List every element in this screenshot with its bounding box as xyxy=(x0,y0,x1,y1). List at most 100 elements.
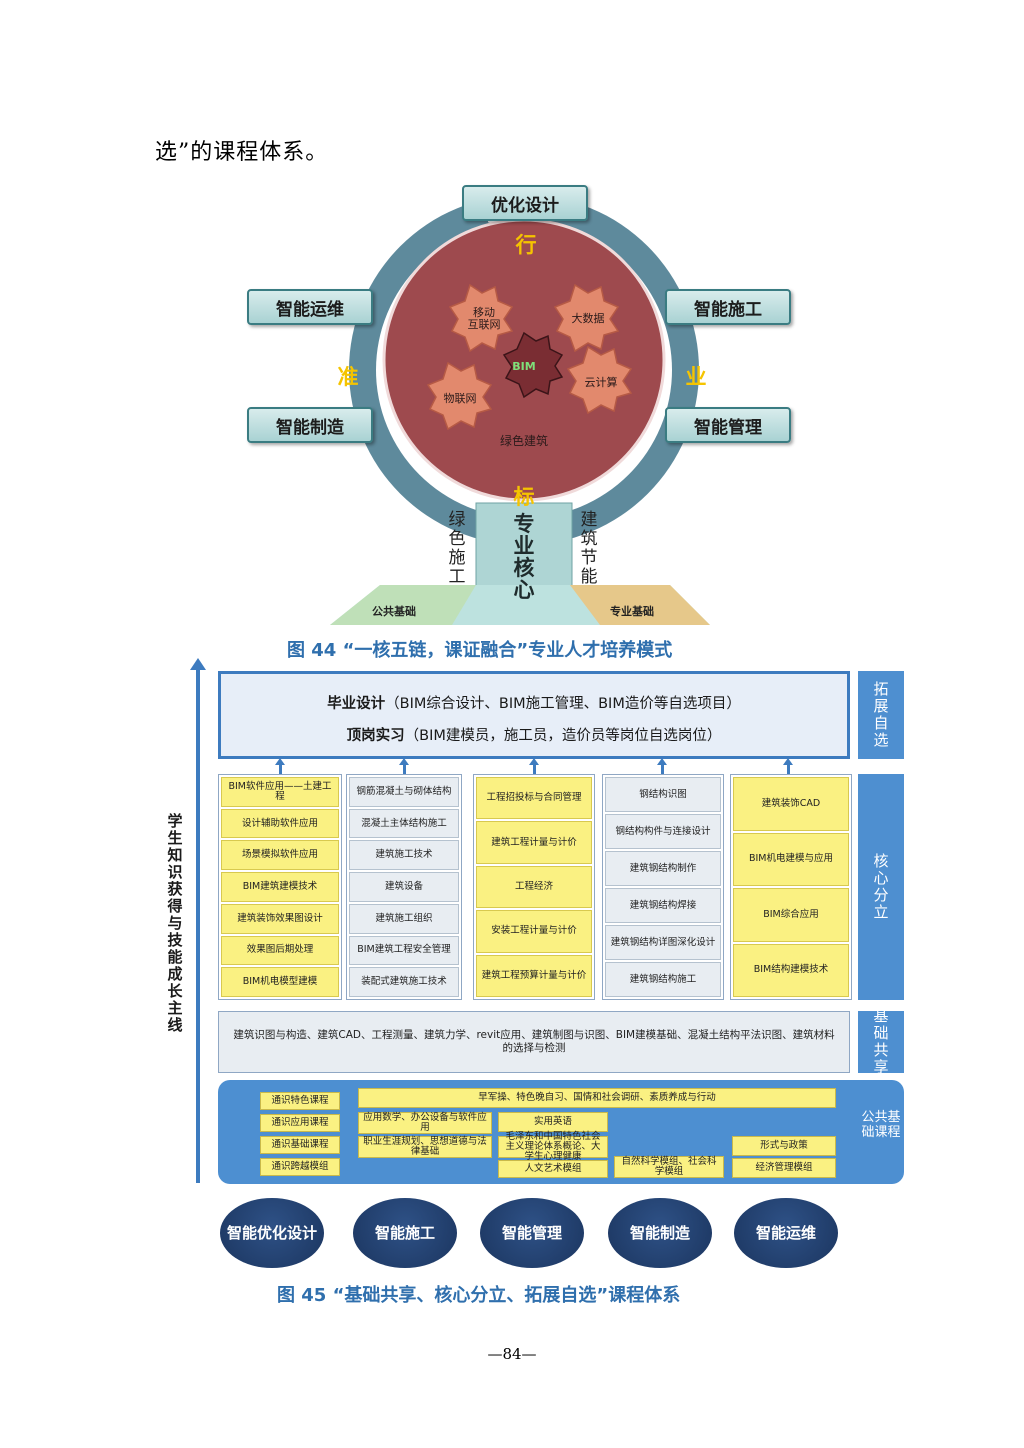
public-cell-wide: 早军操、特色晚自习、国情和社会调研、素质养成与行动 xyxy=(358,1088,836,1108)
gear-bim-icon xyxy=(502,331,564,399)
core-course-cell: 装配式建筑施工技术 xyxy=(349,967,459,998)
core-column-4: 钢结构识图钢结构构件与连接设计建筑钢结构制作建筑钢结构焊接建筑钢结构详图深化设计… xyxy=(602,774,724,1000)
gear-mobile-icon xyxy=(448,283,514,353)
arrow-up-icon xyxy=(529,758,539,774)
tag-core: 核心分立 xyxy=(858,774,904,1000)
gear-iot-label: 物联网 xyxy=(443,392,477,405)
page-number: —84— xyxy=(487,1345,537,1363)
public-cell: 通识特色课程 xyxy=(260,1092,340,1110)
core-course-cell: 建筑钢结构焊接 xyxy=(605,888,721,923)
node-smart-manufacture: 智能制造 xyxy=(247,407,373,443)
core-course-cell: BIM建筑工程安全管理 xyxy=(349,935,459,966)
ring-char-bottom: 标 xyxy=(513,485,535,509)
figure-44-caption: 图 44 “一核五链，课证融合”专业人才培养模式 xyxy=(287,640,673,661)
core-course-cell: 钢筋混凝土与砌体结构 xyxy=(349,777,459,807)
core-course-cell: BIM综合应用 xyxy=(733,888,849,942)
bubble-smart-construction: 智能施工 xyxy=(353,1198,457,1268)
gear-bigdata-icon xyxy=(553,283,620,353)
base-left-label: 公共基础 xyxy=(372,605,416,618)
public-cell: 形式与政策 xyxy=(732,1136,836,1156)
node-smart-management: 智能管理 xyxy=(665,407,791,443)
core-course-cell: 安装工程计量与计价 xyxy=(476,910,592,953)
core-course-cell: 效果图后期处理 xyxy=(221,935,339,966)
public-cell: 通识应用课程 xyxy=(260,1114,340,1132)
green-building-label: 绿色建筑 xyxy=(499,434,548,448)
core-course-cell: BIM建筑建模技术 xyxy=(221,872,339,902)
left-side-label: 绿色施工 xyxy=(448,510,466,587)
public-cell: 经济管理模组 xyxy=(732,1158,836,1178)
arrow-up-icon xyxy=(275,758,285,774)
ring-char-right: 业 xyxy=(685,365,707,389)
core-course-cell: 建筑工程计量与计价 xyxy=(476,821,592,864)
base-right xyxy=(570,585,710,625)
public-cell: 自然科学模组、社会科学模组 xyxy=(614,1156,724,1178)
arrow-up-icon xyxy=(399,758,409,774)
node-smart-construction: 智能施工 xyxy=(665,289,791,325)
public-cell: 通识跨越模组 xyxy=(260,1158,340,1176)
expand-block: 毕业设计（BIM综合设计、BIM施工管理、BIM造价等自选项目） 顶岗实习（BI… xyxy=(218,671,850,759)
graduation-design-line: 毕业设计（BIM综合设计、BIM施工管理、BIM造价等自选项目） xyxy=(327,696,741,712)
public-cell: 应用数学、办公设备与软件应用 xyxy=(358,1112,492,1134)
growth-axis-arrow-icon xyxy=(190,658,206,1183)
core-course-cell: 建筑工程预算计量与计价 xyxy=(476,954,592,998)
node-smart-ops: 智能运维 xyxy=(247,289,373,325)
figure-45-caption: 图 45 “基础共享、核心分立、拓展自选”课程体系 xyxy=(277,1285,681,1306)
growth-axis-label: 学生知识获得与技能成长主线 xyxy=(167,812,183,1034)
trunk-label: 专业核心 xyxy=(513,512,535,602)
core-course-cell: 建筑钢结构制作 xyxy=(605,851,721,886)
core-course-cell: 建筑施工组织 xyxy=(349,903,459,934)
public-cell: 通识基础课程 xyxy=(260,1136,340,1154)
core-course-cell: 建筑钢结构施工 xyxy=(605,962,721,997)
gear-mobile-label: 移动 互联网 xyxy=(467,306,501,331)
base-left xyxy=(330,585,476,625)
gear-cloud-label: 云计算 xyxy=(584,376,618,389)
public-cell: 职业生涯规划、思想道德与法律基础 xyxy=(358,1136,492,1158)
core-column-3: 工程招投标与合同管理建筑工程计量与计价工程经济安装工程计量与计价建筑工程预算计量… xyxy=(473,774,595,1000)
tag-basic: 基础共享 xyxy=(858,1008,904,1076)
public-course-area: 通识特色课程 通识应用课程 通识基础课程 通识跨越模组 早军操、特色晚自习、国情… xyxy=(218,1080,904,1184)
public-cell: 毛泽东和中国特色社会主义理论体系概论、大学生心理健康 xyxy=(498,1132,608,1162)
tag-expand: 拓展自选 xyxy=(858,671,904,759)
public-cell: 人文艺术模组 xyxy=(498,1160,608,1178)
core-course-cell: BIM软件应用——土建工程 xyxy=(221,777,339,807)
core-course-cell: 设计辅助软件应用 xyxy=(221,808,339,839)
core-course-cell: 建筑设备 xyxy=(349,872,459,902)
ring-char-top: 行 xyxy=(515,233,537,257)
bubble-smart-ops: 智能运维 xyxy=(734,1198,838,1268)
gear-cloud-icon xyxy=(566,345,633,415)
core-course-cell: 场景模拟软件应用 xyxy=(221,840,339,871)
intro-text: 选”的课程体系。 xyxy=(155,140,329,165)
bubble-optimize-design: 智能优化设计 xyxy=(220,1198,324,1268)
arrow-up-icon xyxy=(657,758,667,774)
bubble-smart-management: 智能管理 xyxy=(480,1198,584,1268)
ring-char-left: 准 xyxy=(337,365,359,389)
core-course-cell: 建筑装饰效果图设计 xyxy=(221,903,339,934)
arrow-up-icon xyxy=(783,758,793,774)
core-course-cell: 混凝土主体结构施工 xyxy=(349,808,459,839)
gear-bim-label: BIM xyxy=(512,360,536,373)
bubble-smart-manufacture: 智能制造 xyxy=(608,1198,712,1268)
figure-44-diagram: 优化设计 智能运维 智能制造 智能施工 智能管理 行 业 准 标 移动 互联网 … xyxy=(240,185,800,630)
gear-iot-icon xyxy=(426,361,493,431)
basic-shared-courses: 建筑识图与构造、建筑CAD、工程测量、建筑力学、revit应用、建筑制图与识图、… xyxy=(218,1011,850,1073)
node-optimize-design: 优化设计 xyxy=(462,185,588,221)
figure-44-graphic xyxy=(330,195,710,625)
figure-45-diagram: 学生知识获得与技能成长主线 毕业设计（BIM综合设计、BIM施工管理、BIM造价… xyxy=(160,658,910,1280)
core-course-cell: 钢结构构件与连接设计 xyxy=(605,814,721,849)
base-right-label: 专业基础 xyxy=(610,605,654,618)
public-cell: 实用英语 xyxy=(498,1112,608,1132)
core-course-cell: 建筑施工技术 xyxy=(349,840,459,871)
tag-public: 公共基础课程 xyxy=(861,1110,901,1140)
core-course-cell: BIM结构建模技术 xyxy=(733,943,849,997)
right-side-label: 建筑节能 xyxy=(580,510,598,587)
core-course-cell: 建筑钢结构详图深化设计 xyxy=(605,925,721,960)
core-course-cell: 建筑装饰CAD xyxy=(733,777,849,831)
core-course-cell: 工程经济 xyxy=(476,865,592,909)
core-course-cell: BIM机电建模与应用 xyxy=(733,832,849,886)
gear-bigdata-label: 大数据 xyxy=(571,312,605,325)
core-course-cell: BIM机电模型建模 xyxy=(221,967,339,998)
internship-line: 顶岗实习（BIM建模员，施工员，造价员等岗位自选岗位） xyxy=(346,728,722,744)
